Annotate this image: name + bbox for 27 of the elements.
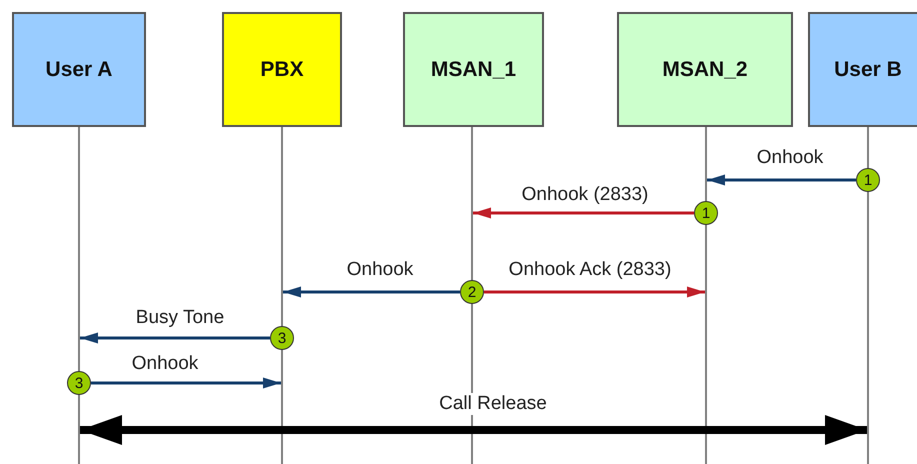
double-arrow xyxy=(80,415,867,445)
lifeline xyxy=(281,127,283,464)
edge-label: Onhook (2833) xyxy=(520,184,650,206)
edge-label: Onhook Ack (2833) xyxy=(508,259,672,281)
step-number: 1 xyxy=(856,168,880,192)
step-number: 3 xyxy=(67,371,91,395)
step-number: 1 xyxy=(694,201,718,225)
message-arrow xyxy=(473,208,694,218)
step-number: 3 xyxy=(270,326,294,350)
participant-box: User A xyxy=(12,12,146,127)
lifeline xyxy=(867,127,869,464)
edge-label: Onhook xyxy=(130,353,200,375)
message-arrow xyxy=(80,332,270,344)
participant-box: MSAN_2 xyxy=(617,12,793,127)
participant-box: MSAN_1 xyxy=(403,12,544,127)
message-arrow xyxy=(707,174,856,186)
lifeline xyxy=(705,127,707,464)
edge-label: Busy Tone xyxy=(134,307,226,329)
step-number: 2 xyxy=(460,280,484,304)
edge-label: Onhook xyxy=(346,259,414,281)
edge-label: Onhook xyxy=(756,147,824,169)
message-arrow xyxy=(484,286,705,298)
message-arrow xyxy=(91,378,281,388)
message-arrow xyxy=(283,286,460,298)
participant-box: PBX xyxy=(222,12,342,127)
lifeline xyxy=(78,127,80,464)
participant-box: User B xyxy=(808,12,917,127)
